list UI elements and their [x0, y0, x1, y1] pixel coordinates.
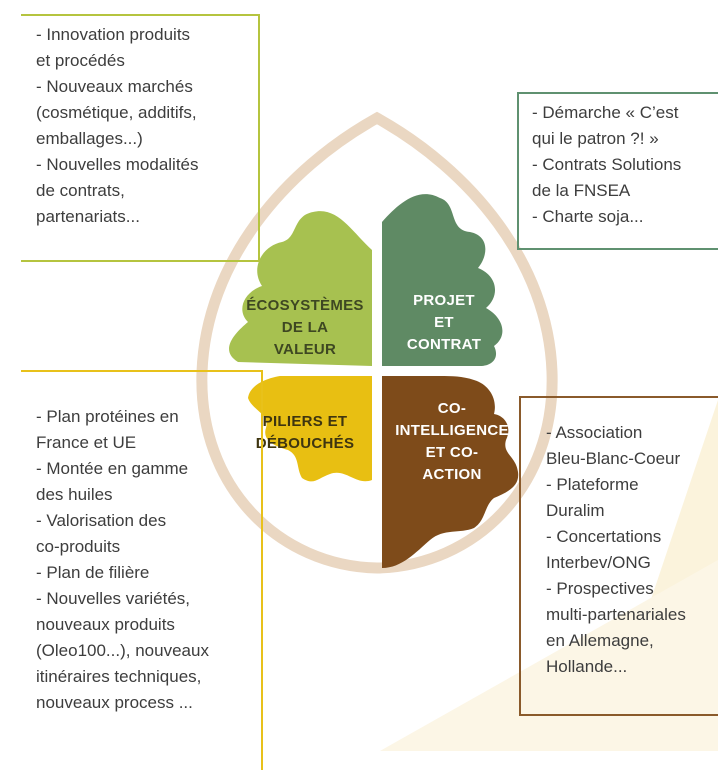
- box-line: - Nouvelles modalités: [36, 155, 199, 174]
- box-line: (Oleo100...), nouveaux: [36, 641, 209, 660]
- ecosystemes-label: ÉCOSYSTÈMES DE LA VALEUR: [238, 295, 372, 361]
- label-line: DE LA: [281, 319, 329, 336]
- box-line: de la FNSEA: [532, 181, 631, 200]
- box-line: multi-partenariales: [546, 605, 686, 624]
- box-line: - Charte soja...: [532, 207, 644, 226]
- box-line: partenariats...: [36, 207, 140, 226]
- label-line: CONTRAT: [406, 336, 482, 353]
- box-line: Duralim: [546, 501, 605, 520]
- quadrant-projet: [382, 194, 503, 366]
- box-line: - Plateforme: [546, 475, 639, 494]
- label-line: ET CO-: [425, 444, 479, 461]
- box-line: - Démarche « C’est: [532, 103, 679, 122]
- box-line: nouveaux process ...: [36, 693, 193, 712]
- label-line: VALEUR: [273, 341, 337, 358]
- label-line: ET: [434, 314, 454, 331]
- box-line: - Concertations: [546, 527, 662, 546]
- box-line: qui le patron ?! »: [532, 129, 659, 148]
- label-line: ACTION: [422, 466, 482, 483]
- box-line: en Allemagne,: [546, 631, 654, 650]
- label-line: CO-: [437, 400, 467, 417]
- piliers-label: PILIERS ET DÉBOUCHÉS: [238, 411, 372, 455]
- box-line: de contrats,: [36, 181, 125, 200]
- projet-label: PROJET ET CONTRAT: [386, 290, 502, 356]
- label-line: ÉCOSYSTÈMES: [246, 297, 364, 314]
- box-line: co-produits: [36, 537, 121, 556]
- quadrant-ecosystemes: [229, 211, 372, 366]
- label-line: PROJET: [413, 292, 475, 309]
- box-line: emballages...): [36, 129, 143, 148]
- diagram-background: [196, 111, 718, 751]
- box-line: Hollande...: [546, 657, 628, 676]
- box-line: Interbev/ONG: [546, 553, 651, 572]
- box-line: France et UE: [36, 433, 137, 452]
- label-line: PILIERS ET: [262, 413, 348, 430]
- box-line: itinéraires techniques,: [36, 667, 202, 686]
- box-line: Bleu-Blanc-Coeur: [546, 449, 681, 468]
- box-line: des huiles: [36, 485, 113, 504]
- cointelligence-label: CO- INTELLIGENCE ET CO- ACTION: [382, 398, 522, 486]
- box-line: - Nouveaux marchés: [36, 77, 193, 96]
- box-line: - Association: [546, 423, 643, 442]
- box-line: et procédés: [36, 51, 125, 70]
- box-line: - Innovation produits: [36, 25, 191, 44]
- quadrant-piliers: [248, 376, 372, 482]
- piliers-box: - Plan protéines en France et UE - Monté…: [21, 370, 263, 770]
- box-line: nouveaux produits: [36, 615, 175, 634]
- quadrant-cointelligence: [382, 376, 519, 568]
- drop-outline: [196, 111, 558, 574]
- label-line: DÉBOUCHÉS: [255, 435, 355, 452]
- cointelligence-box: - Association Bleu-Blanc-Coeur - Platefo…: [519, 396, 718, 716]
- box-line: - Plan protéines en: [36, 407, 179, 426]
- label-line: INTELLIGENCE: [395, 422, 509, 439]
- contrat-box: - Démarche « C’est qui le patron ?! » - …: [517, 92, 718, 250]
- box-line: - Contrats Solutions: [532, 155, 682, 174]
- box-line: - Montée en gamme: [36, 459, 189, 478]
- box-line: (cosmétique, additifs,: [36, 103, 197, 122]
- box-line: - Valorisation des: [36, 511, 167, 530]
- box-line: - Plan de filière: [36, 563, 150, 582]
- box-line: - Nouvelles variétés,: [36, 589, 191, 608]
- box-line: - Prospectives: [546, 579, 654, 598]
- innovation-box: - Innovation produits et procédés - Nouv…: [21, 14, 260, 262]
- background-wedge: [380, 560, 718, 751]
